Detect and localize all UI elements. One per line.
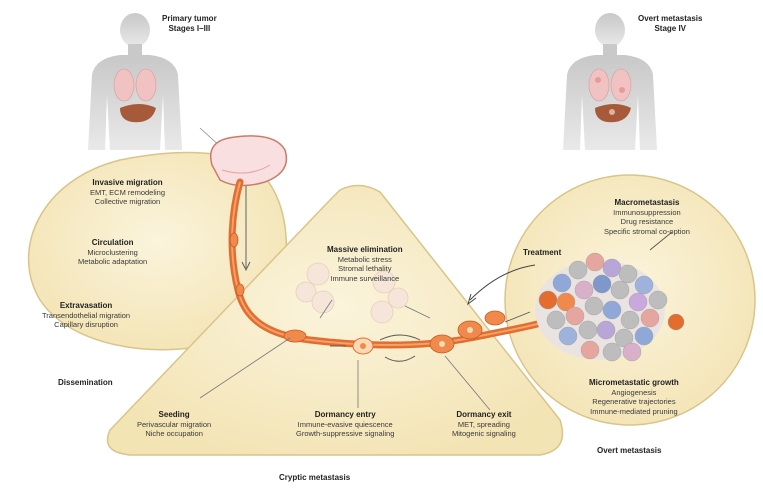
region-label-overt: Overt metastasis [597,446,661,456]
step-dormancy-exit: Dormancy exit MET, spreading Mitogenic s… [452,410,516,439]
step-invasive-migration: Invasive migration EMT, ECM remodeling C… [90,178,165,207]
step-seeding: Seeding Perivascular migration Niche occ… [137,410,211,439]
overt-metastasis-title: Overt metastasis [638,14,702,24]
step-massive-elimination: Massive elimination Metabolic stress Str… [327,245,403,283]
step-circulation: Circulation Microclustering Metabolic ad… [78,238,147,267]
step-macrometastasis: Macrometastasis Immunosuppression Drug r… [604,198,690,236]
region-label-cryptic: Cryptic metastasis [279,473,350,483]
overt-metastasis-figure [563,13,657,150]
step-micrometastatic-growth: Micrometastatic growth Angiogenesis Rege… [589,378,679,416]
primary-tumor-title: Primary tumor [162,14,217,24]
region-label-dissemination: Dissemination [58,378,113,388]
step-treatment: Treatment [523,248,561,258]
primary-tumor-figure [88,13,182,150]
overt-metastasis-subtitle: Stage IV [638,24,702,34]
primary-tumor-label: Primary tumor Stages I–III [162,14,217,33]
primary-tumor-mass [211,136,287,186]
primary-tumor-subtitle: Stages I–III [162,24,217,34]
step-dormancy-entry: Dormancy entry Immune-evasive quiescence… [296,410,394,439]
step-extravasation: Extravasation Transendothelial migration… [42,301,130,330]
overt-metastasis-label: Overt metastasis Stage IV [638,14,702,33]
